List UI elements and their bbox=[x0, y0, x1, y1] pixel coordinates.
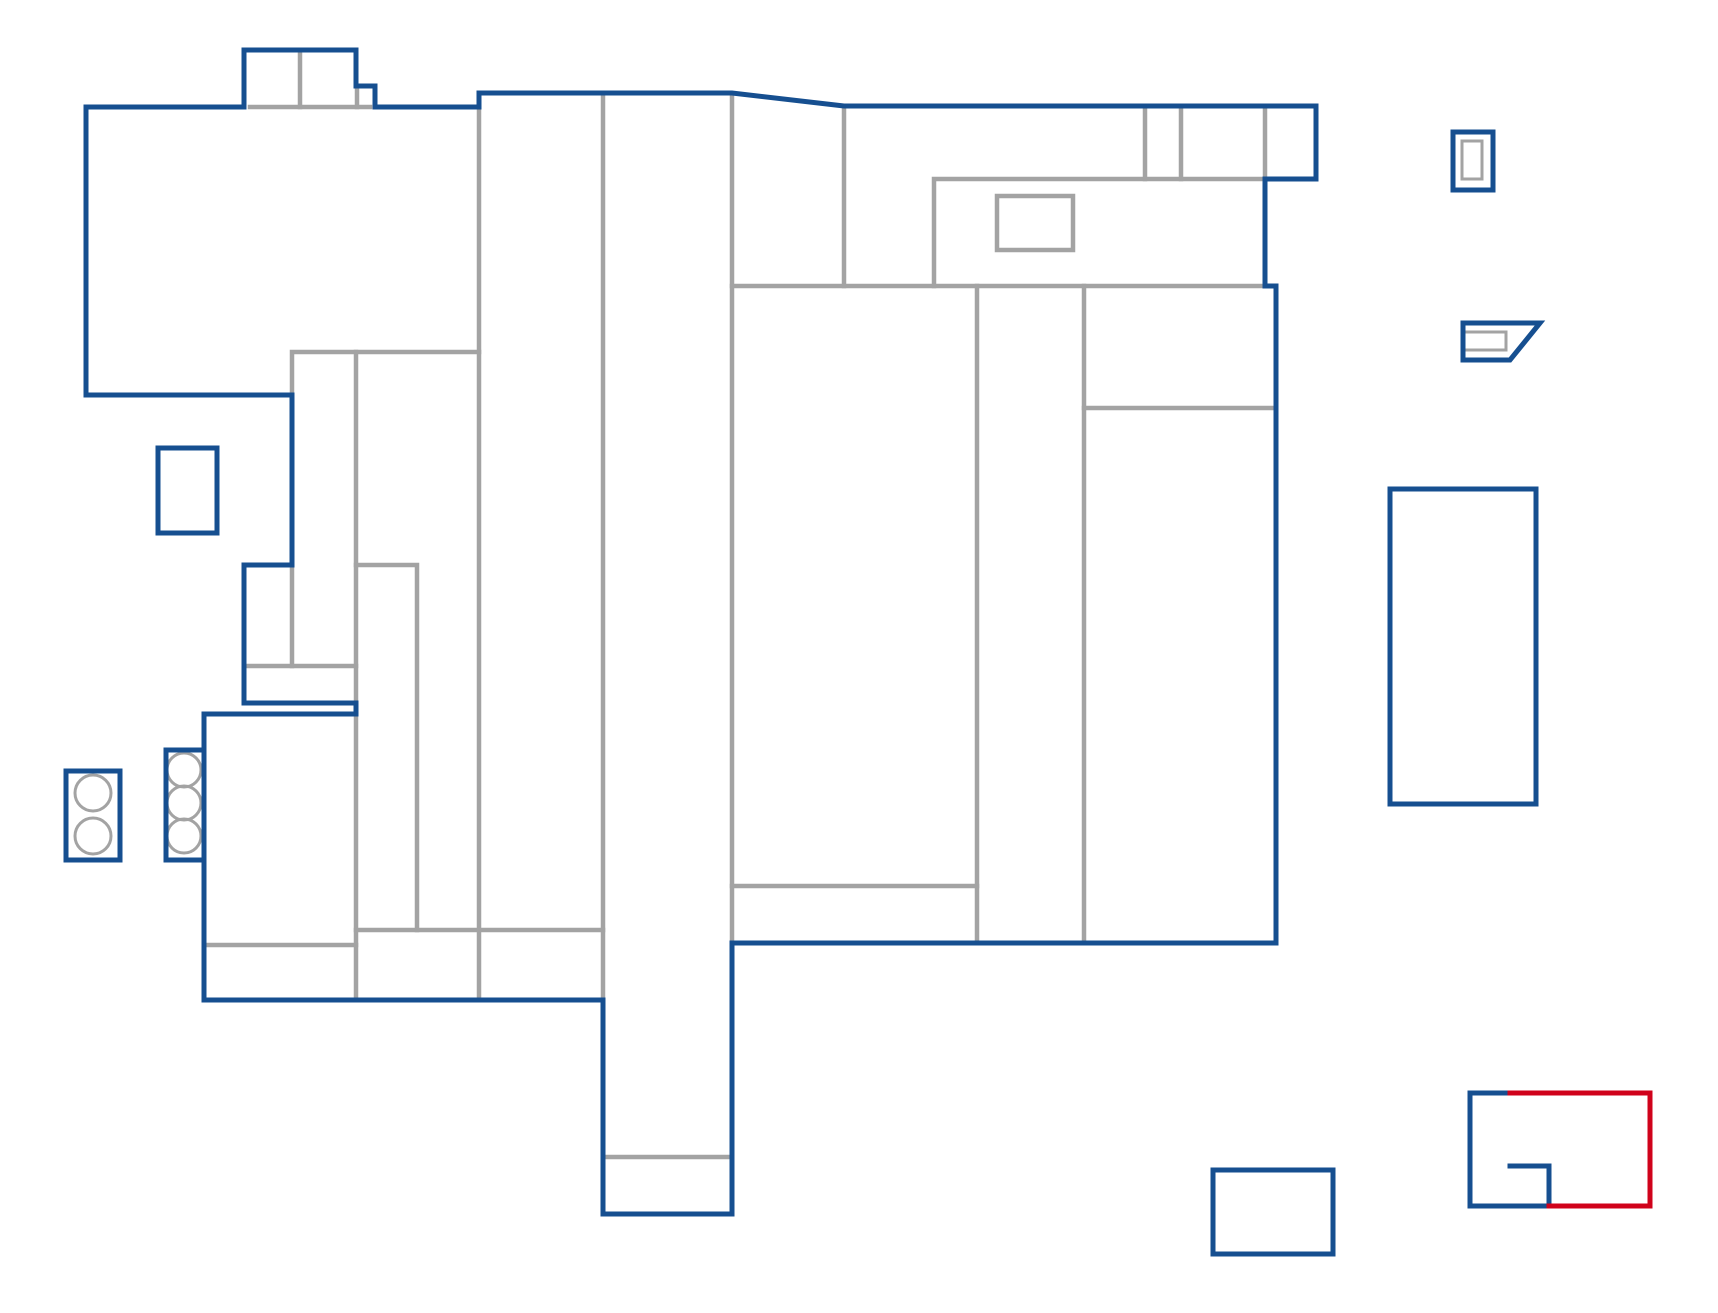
main-building-outline bbox=[83, 47, 1319, 1217]
partition bbox=[353, 562, 420, 933]
fixture-circle bbox=[73, 816, 113, 856]
fixture-circle bbox=[73, 773, 113, 813]
outbuilding bbox=[1450, 129, 1496, 193]
partition bbox=[289, 349, 482, 398]
outbuilding bbox=[1387, 486, 1539, 807]
fixture-rect bbox=[1460, 139, 1484, 181]
outbuilding bbox=[1210, 1167, 1336, 1257]
exterior-walls bbox=[63, 47, 1552, 1257]
fixture-circle bbox=[165, 784, 203, 822]
fixture-circle bbox=[165, 751, 203, 789]
partition bbox=[931, 176, 1268, 289]
outbuilding bbox=[63, 768, 123, 863]
outbuilding bbox=[1467, 1090, 1552, 1209]
fixture-rect bbox=[1462, 330, 1508, 352]
outbuilding bbox=[163, 747, 207, 863]
interior-walls bbox=[201, 49, 1279, 1160]
outbuilding bbox=[155, 445, 220, 536]
outbuilding bbox=[1460, 320, 1546, 363]
interior-room bbox=[994, 193, 1076, 253]
fixture-circle bbox=[165, 817, 203, 855]
highlighted-section bbox=[1507, 1090, 1653, 1209]
